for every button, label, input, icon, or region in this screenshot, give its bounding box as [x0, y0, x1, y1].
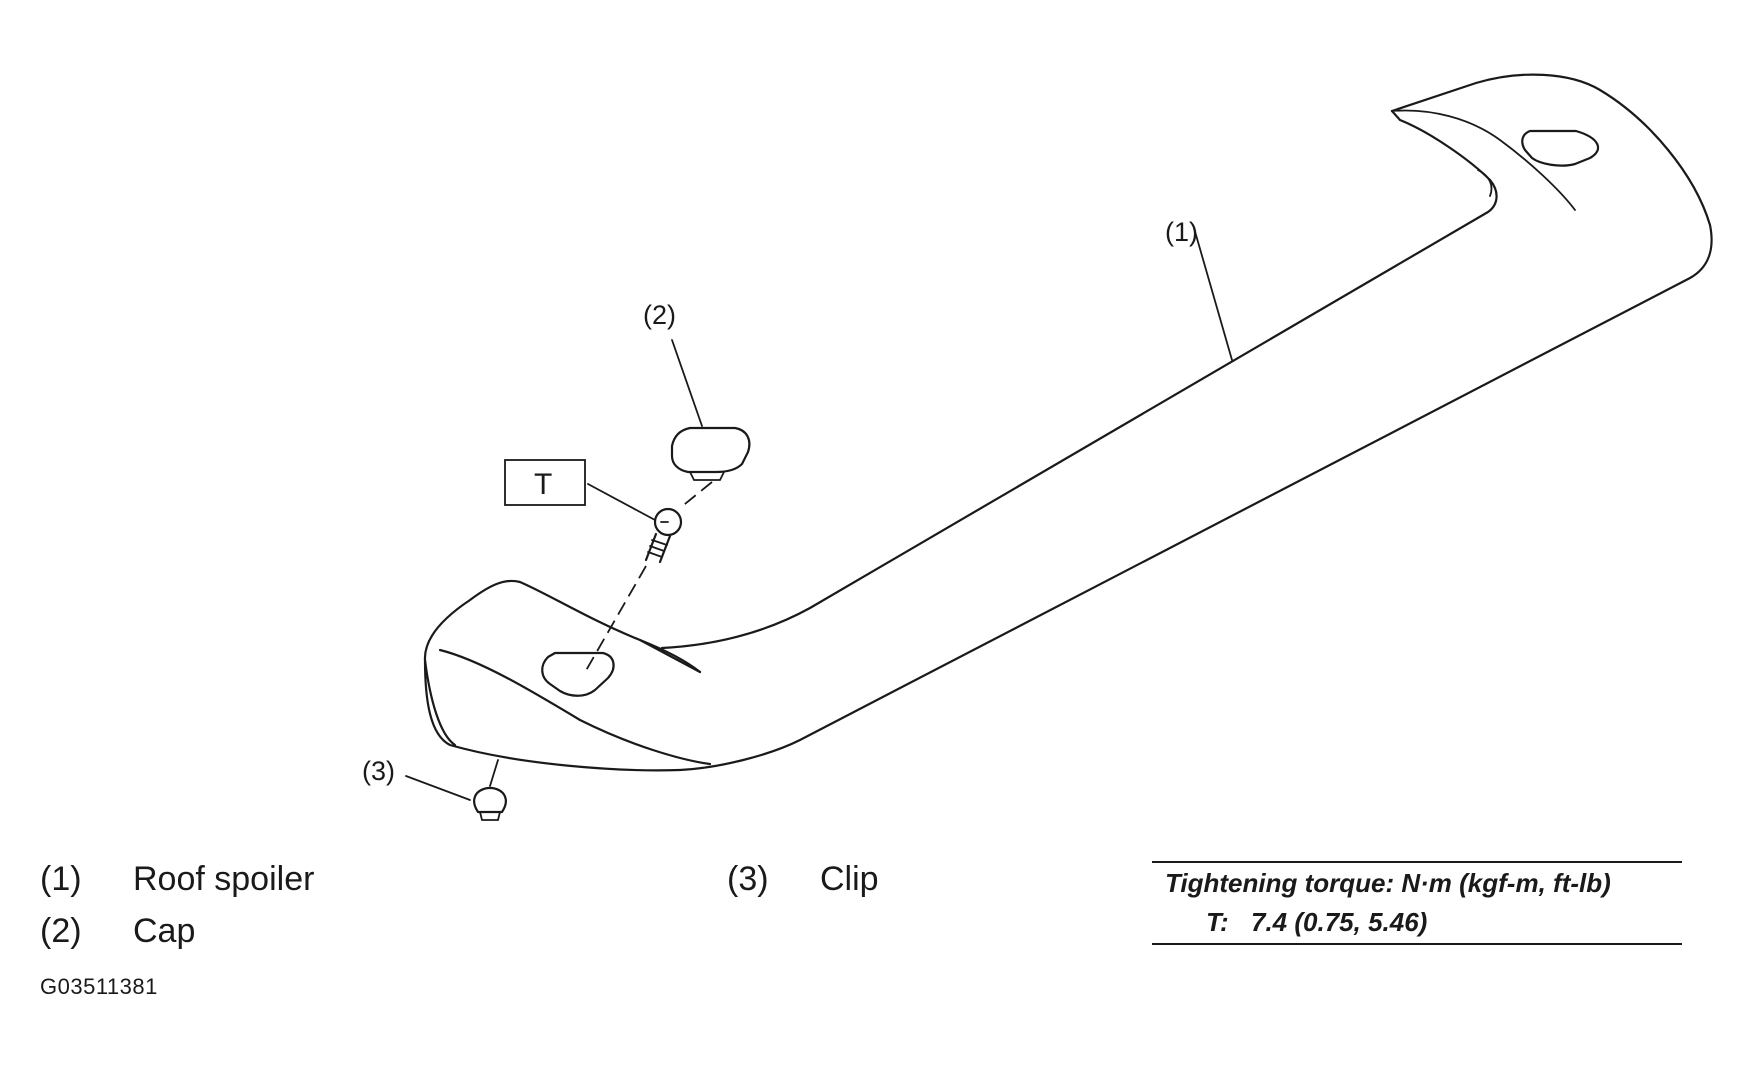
- legend-label: Cap: [133, 912, 196, 950]
- callout-2: (2): [643, 300, 676, 330]
- torque-symbol-box: [504, 459, 586, 506]
- left-hole: [541, 651, 615, 697]
- torque-symbol-label: T: [534, 468, 552, 501]
- right-hole: [1521, 129, 1600, 167]
- legend-number: (2): [40, 912, 82, 950]
- torque-row: T: 7.4 (0.75, 5.46): [1206, 907, 1427, 938]
- legend-label: Roof spoiler: [133, 860, 315, 898]
- torque-row-symbol: T:: [1206, 907, 1229, 937]
- leader-3: [405, 775, 471, 801]
- callout-3: (3): [362, 756, 395, 786]
- bolt: [644, 507, 683, 564]
- legend-number: (1): [40, 860, 82, 898]
- clip: [473, 759, 507, 821]
- roof-spoiler: [423, 73, 1713, 772]
- figure-id: G03511381: [40, 974, 158, 999]
- legend-number: (3): [727, 860, 769, 898]
- cap-bolt-line: [679, 481, 713, 509]
- leader-t: [587, 483, 656, 521]
- callout-1: (1): [1165, 217, 1198, 247]
- legend-label: Clip: [820, 860, 879, 898]
- torque-spec: Tightening torque: N·m (kgf-m, ft-lb) T:…: [1152, 861, 1682, 945]
- torque-heading: Tightening torque: N·m (kgf-m, ft-lb): [1165, 868, 1611, 898]
- leader-1: [1193, 227, 1233, 361]
- cap: [670, 426, 751, 481]
- leader-2: [671, 339, 703, 427]
- torque-row-value: 7.4 (0.75, 5.46): [1251, 907, 1428, 937]
